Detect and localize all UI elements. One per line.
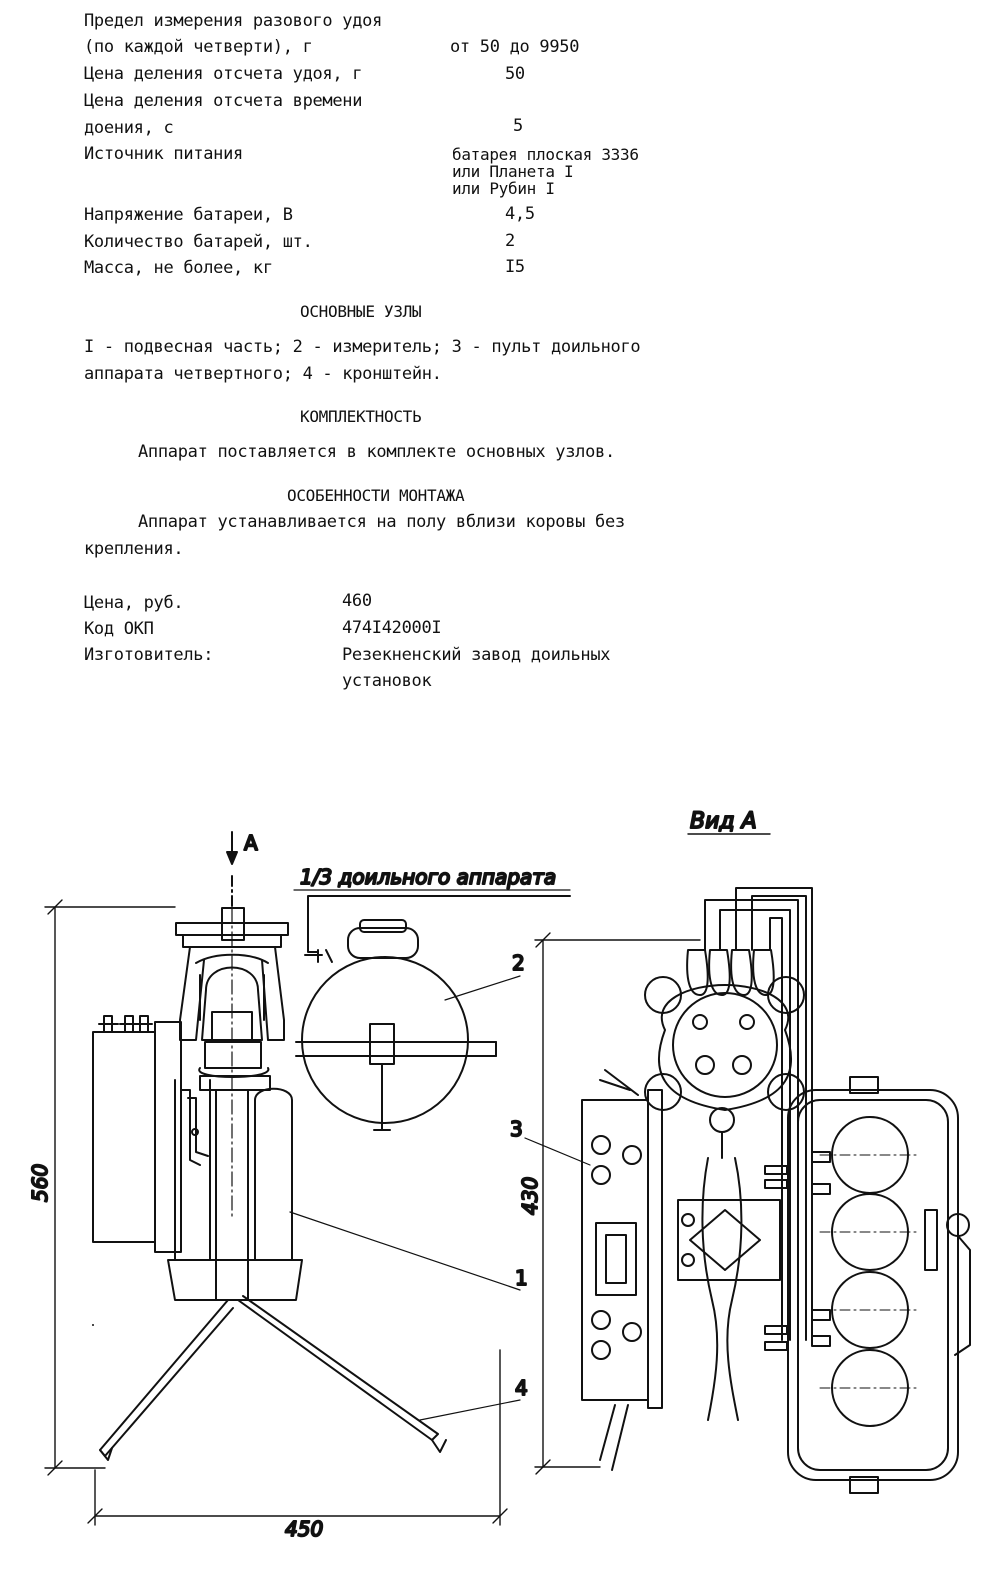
units-line-2: аппарата четвертного; 4 - кронштейн.	[84, 364, 442, 384]
okp-value: 474I42000I	[342, 618, 442, 638]
battery-box	[787, 1076, 971, 1494]
callout-3-leader	[524, 1137, 591, 1166]
measurer-sphere	[295, 919, 497, 1131]
view-connectors	[764, 1151, 831, 1351]
mounting-heading: ОСОБЕННОСТИ МОНТАЖА	[287, 486, 465, 505]
dim-width-label: 450	[285, 1517, 323, 1541]
power-label: Источник питания	[84, 144, 243, 164]
lower-chamber	[167, 1079, 303, 1301]
view-arrow-a	[226, 831, 238, 911]
tripod-legs	[99, 1295, 447, 1461]
range-value: от 50 до 9950	[450, 37, 580, 57]
voltage-label: Напряжение батареи, В	[84, 205, 293, 225]
dim-width-line	[87, 1349, 508, 1526]
pulsator-box	[92, 1015, 182, 1253]
range-label-1: Предел измерения разового удоя	[84, 11, 383, 31]
price-value: 460	[342, 591, 372, 611]
range-label-2: (по каждой четверти), г	[84, 37, 313, 57]
div-time-value: 5	[513, 116, 523, 136]
battery-count-value: 2	[505, 231, 515, 251]
power-value-3: или Рубин I	[452, 179, 555, 198]
okp-label: Код ОКП	[84, 619, 154, 639]
view-a-label: Вид А	[690, 809, 757, 834]
collector-top	[644, 976, 805, 1159]
units-heading: ОСНОВНЫЕ УЗЛЫ	[300, 302, 422, 321]
div-yield-label: Цена деления отсчета удоя, г	[84, 64, 363, 84]
callout-2: 2	[512, 951, 525, 975]
stem-top	[677, 1157, 781, 1421]
suspension-head	[175, 907, 289, 1221]
callout-leaders-left	[289, 975, 521, 1421]
collector-body	[198, 966, 271, 1301]
dim-view-line	[534, 932, 701, 1475]
dim-view-label: 430	[518, 1177, 542, 1215]
power-value-1: батарея плоская 3336	[452, 145, 639, 164]
hose-line	[293, 889, 571, 953]
callout-4: 4	[515, 1376, 528, 1400]
maker-label: Изготовитель:	[84, 645, 214, 665]
control-panel	[581, 1069, 663, 1471]
arrow-label: A	[244, 831, 258, 855]
technical-drawing: A 560 450	[27, 808, 971, 1542]
power-value-2: или Планета I	[452, 162, 574, 181]
completeness-text: Аппарат поставляется в комплекте основны…	[138, 442, 615, 462]
maker-value-1: Резекненский завод доильных	[342, 645, 611, 665]
maker-value-2: установок	[342, 671, 432, 691]
mounting-line-1: Аппарат устанавливается на полу вблизи к…	[138, 512, 625, 532]
div-yield-value: 50	[505, 64, 525, 84]
hose-label: 1/3 доильного аппарата	[300, 865, 556, 889]
units-line-1: I - подвесная часть; 2 - измеритель; 3 -…	[84, 337, 641, 357]
completeness-heading: КОМПЛЕКТНОСТЬ	[300, 407, 422, 426]
dim-height-line	[44, 899, 176, 1476]
voltage-value: 4,5	[505, 204, 535, 224]
top-pipes	[704, 887, 813, 1341]
mounting-line-2: крепления.	[84, 539, 184, 559]
price-label: Цена, руб.	[84, 593, 184, 613]
battery-count-label: Количество батарей, шт.	[84, 232, 313, 252]
callout-1: 1	[515, 1266, 528, 1290]
div-time-label-1: Цена деления отсчета времени	[84, 91, 363, 111]
mass-label: Масса, не более, кг	[84, 258, 273, 278]
side-tube	[180, 1089, 209, 1166]
mass-value: I5	[505, 257, 525, 277]
dim-height-label: 560	[28, 1164, 52, 1202]
callout-3: 3	[510, 1117, 523, 1141]
nozzles	[686, 949, 775, 996]
div-time-label-2: доения, с	[84, 118, 174, 138]
